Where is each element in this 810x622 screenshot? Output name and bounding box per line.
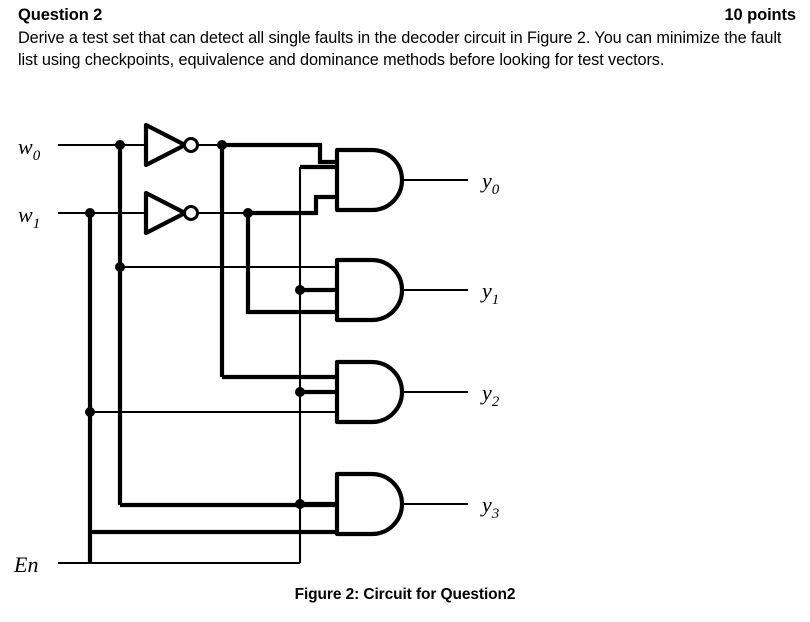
junction-dot-en-y3	[295, 499, 305, 509]
input-label-w1: w1	[18, 202, 40, 232]
junction-dot-w1-inv	[85, 208, 95, 218]
and-gate-y3-body	[334, 471, 405, 537]
inverter-w0-bubble	[183, 137, 199, 153]
question-points: 10 points	[724, 6, 796, 24]
junction-dot-w0-y1	[115, 262, 125, 272]
junction-dot-en-y1	[295, 285, 305, 295]
inverter-w1-bubble	[183, 205, 199, 221]
question-body-text: Derive a test set that can detect all si…	[18, 29, 782, 70]
question-header-row: Question 2 10 points	[18, 6, 796, 25]
junction-dot-w0bar	[217, 140, 227, 150]
question-title: Question 2	[18, 6, 103, 24]
and-gate-y1-input-w1bar	[245, 275, 337, 315]
question-header: Question 2 10 points Derive a test set t…	[18, 6, 796, 71]
junction-dot-en-y2	[295, 387, 305, 397]
junction-dot-w0-inv	[115, 140, 125, 150]
output-label-y2: y2	[480, 380, 500, 410]
circuit-svg: w0 w1 En	[13, 122, 500, 577]
input-en: En	[13, 552, 300, 577]
and-gate-y2-body	[334, 359, 405, 425]
and-gate-y3: y3	[90, 471, 499, 537]
junction-dot-w1-y2	[85, 407, 95, 417]
inverter-w0	[143, 122, 222, 168]
and-gate-y1-body	[334, 257, 405, 323]
and-gate-y0-body	[334, 147, 405, 213]
output-label-y0: y0	[480, 168, 500, 198]
and-gate-y2: y2	[90, 359, 500, 425]
input-label-w0: w0	[18, 134, 41, 164]
output-label-y1: y1	[480, 278, 499, 308]
inverter-w1	[143, 190, 248, 236]
circuit-diagram: w0 w1 En	[0, 112, 810, 582]
inverter-w1-body	[143, 190, 188, 236]
junction-dot-w1bar	[243, 208, 253, 218]
figure-caption: Figure 2: Circuit for Question2	[294, 586, 516, 603]
and-gate-y1: y1	[120, 257, 499, 323]
and-gate-y0: y0	[222, 142, 500, 216]
and-gate-y0-input-w0bar	[222, 142, 337, 165]
input-label-en: En	[13, 552, 38, 577]
inverter-w0-body	[143, 122, 188, 168]
and-gate-y0-input-w1bar	[248, 194, 337, 216]
output-label-y3: y3	[480, 492, 499, 522]
